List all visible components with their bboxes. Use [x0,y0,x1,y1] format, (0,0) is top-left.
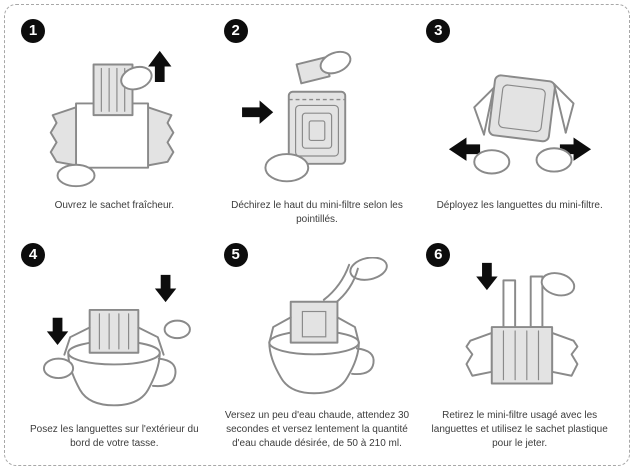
hand [163,319,192,340]
step-3-illustration [434,47,606,193]
right-tab [336,316,360,344]
mini-filter [289,300,339,344]
step-caption: Ouvrez le sachet fraîcheur. [54,200,175,211]
left-tab [268,316,292,344]
step-caption: Déchirez le haut du mini-filtre selon le… [231,200,403,225]
right-tab [552,83,575,134]
left-tab [472,86,495,136]
step-6: 6 Retirez le mini-filtre usagé avec les … [418,235,621,459]
open-sachet-drawing [50,50,175,188]
mini-filter [92,63,134,117]
hand [43,357,75,380]
cup-handle [152,357,177,388]
left-tab [63,326,91,356]
dashed-frame: 1 Ouvrez le sachet fraîcheur. [4,4,630,466]
step-caption: Posez les languettes sur l'extérieur du … [29,424,199,449]
step-5: 5 Versez un peu d'eau chaude, attendez 3… [216,235,419,459]
pour-water-drawing [268,257,388,395]
step-caption: Versez un peu d'eau chaude, attendez 30 … [224,410,410,449]
water-stream [322,263,351,301]
step-number-badge: 2 [223,19,248,43]
step-caption: Déployez les languettes du mini-filtre. [436,200,603,211]
hand [535,147,573,173]
mini-filter [89,308,140,354]
step-3: 3 Déployez les languettes du mini-filtre… [418,11,621,235]
remove-filter-drawing [465,262,579,385]
mini-filter [490,326,553,385]
sachet-left-flap [465,331,493,377]
step-2-illustration [231,47,403,193]
cup-handle [351,347,375,376]
step-4-illustration [28,271,200,417]
hand [120,65,153,91]
hand [472,149,510,175]
tabs-on-cup-drawing [43,274,192,407]
hand [56,163,96,188]
hand [319,50,352,75]
tear-top-drawing [242,50,352,183]
tab-handle [502,279,516,330]
arrow-down-icon [155,274,177,303]
filter-window [301,310,327,338]
arrow-right-icon [242,100,274,124]
step-1-illustration [28,47,200,193]
arrow-left-icon [448,137,480,161]
hand [540,272,575,297]
arrow-down-icon [475,262,498,291]
sachet-right-flap [550,331,579,377]
hand [264,153,310,183]
sachet-left-flap [50,106,80,167]
tab-handle [529,275,544,329]
step-2: 2 Déchirez le haut du mini-filtre selon … [216,11,419,235]
step-number-badge: 1 [21,19,45,43]
step-number-badge: 5 [223,243,248,267]
arrow-down-icon [47,317,69,345]
right-tab [137,326,165,356]
step-number-badge: 4 [21,243,45,267]
step-number-badge: 6 [426,243,451,267]
hand [349,257,388,281]
step-5-illustration [231,257,403,403]
step-1: 1 Ouvrez le sachet fraîcheur. [13,11,216,235]
cup-body [268,342,360,395]
step-number-badge: 3 [426,19,451,43]
step-caption: Retirez le mini-filtre usagé avec les la… [431,410,608,449]
step-4: 4 Posez [13,235,216,459]
mini-filter [287,90,347,165]
mini-filter [487,74,556,143]
deploy-tabs-drawing [448,74,591,175]
sachet-right-flap [145,106,175,167]
cup-body [67,352,162,407]
arrow-right-icon [559,137,591,161]
step-6-illustration [434,257,606,403]
